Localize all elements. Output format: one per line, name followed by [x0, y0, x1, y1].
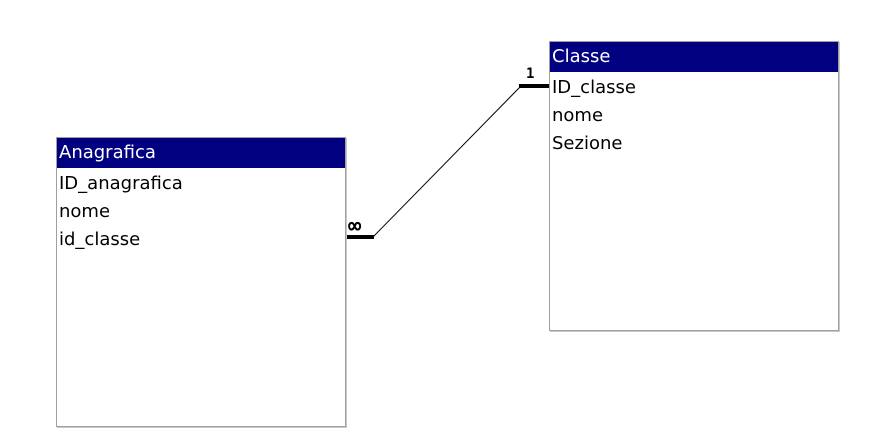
- field-id-anagrafica[interactable]: ID_anagrafica: [59, 173, 183, 194]
- many-cardinality-label: ∞: [348, 214, 362, 239]
- table-anagrafica-title[interactable]: Anagrafica: [57, 138, 345, 168]
- field-id-classe[interactable]: id_classe: [59, 229, 141, 250]
- table-anagrafica-field-list: ID_anagrafica nome id_classe: [57, 168, 345, 254]
- one-cardinality-label: 1: [526, 66, 534, 82]
- table-classe-title[interactable]: Classe: [550, 42, 838, 72]
- table-anagrafica[interactable]: Anagrafica ID_anagrafica nome id_classe: [56, 137, 346, 427]
- table-classe-field-list: ID_classe nome Sezione: [550, 72, 838, 158]
- relationship-line[interactable]: [372, 85, 522, 238]
- field-nome[interactable]: nome: [59, 201, 111, 222]
- table-classe[interactable]: Classe ID_classe nome Sezione: [549, 41, 839, 331]
- field-sezione[interactable]: Sezione: [552, 133, 623, 154]
- field-nome[interactable]: nome: [552, 105, 604, 126]
- field-id-classe[interactable]: ID_classe: [552, 77, 636, 98]
